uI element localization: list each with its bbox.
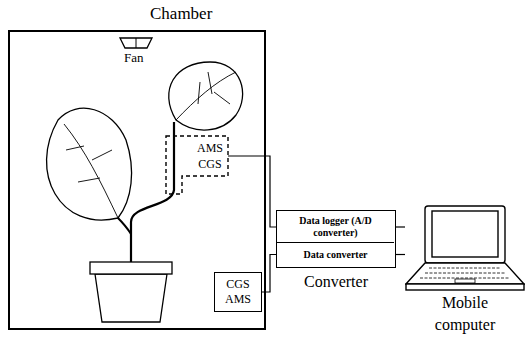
chamber-box: ChamberAMS CGSCGS AMS: [8, 30, 266, 330]
computer-caption: Mobile computer: [435, 292, 495, 336]
plant-stem: [131, 122, 174, 262]
data-logger-panel: Data logger (A/D converter): [277, 211, 394, 243]
converter-box: ConverterData logger (A/D converter)Data…: [276, 210, 396, 268]
mobile-computer: Mobile computer: [405, 205, 525, 291]
data-converter-panel: Data converter: [277, 243, 394, 266]
sensor-label: CGS AMS: [225, 277, 251, 307]
signal-wire: [228, 156, 277, 227]
fan-label: Fan: [124, 50, 144, 66]
converter-caption: Converter: [277, 273, 395, 291]
sensor-probe: AMS CGS: [166, 136, 228, 176]
pot-rim: [90, 262, 172, 274]
sensor-box: CGS AMS: [214, 272, 262, 312]
laptop-icon: [405, 205, 525, 291]
plant-pot: [95, 274, 167, 322]
sensor-label: AMS CGS: [197, 140, 223, 172]
panel-label: Data converter: [303, 249, 367, 261]
left-leaf: [47, 108, 132, 220]
leaf-petiole: [117, 217, 131, 234]
right-leaf: [169, 62, 243, 130]
chamber-title: Chamber: [150, 4, 212, 24]
fan-symbol: [120, 38, 152, 48]
panel-label: Data logger (A/D converter): [298, 215, 374, 239]
